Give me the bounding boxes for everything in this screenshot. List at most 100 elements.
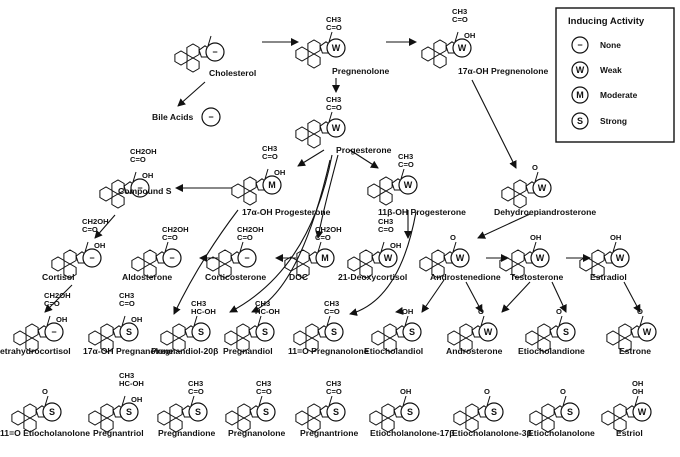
badge-circle (556, 322, 576, 342)
side-group-label: OH (402, 307, 413, 316)
side-group-label: C=O (324, 307, 340, 316)
activity-badge-compound-s: − (130, 178, 150, 198)
side-group-label: CH3 (326, 95, 341, 104)
ring-c (381, 417, 395, 433)
side-group-label: CH3 (378, 217, 393, 226)
ring-c (307, 417, 321, 433)
side-group-label: C=O (262, 152, 278, 161)
legend-code-strong: S (577, 116, 583, 126)
ring-b (383, 323, 397, 339)
side-group-label: O (450, 233, 456, 242)
legend-item-strong: S Strong (571, 112, 627, 130)
side-group-label: C=O (162, 233, 178, 242)
side-group-label: C=O (315, 233, 331, 242)
legend-code-moderate: M (576, 90, 584, 100)
ring-a (421, 46, 435, 62)
badge-code: M (268, 180, 276, 190)
side-chain (634, 395, 639, 407)
badge-code: − (89, 253, 94, 263)
side-chain (121, 395, 126, 407)
ring-a (51, 256, 65, 272)
arrow-11oh-progesterone-to-11o-pregnanolone (349, 211, 417, 316)
side-chain (207, 35, 212, 47)
molecule-etiocholanolone: OS (529, 387, 580, 433)
compound-name-hydroxypregnanolone: 17α-OH Pregnanolone (83, 346, 174, 356)
activity-badge-hydroxy11progesterone: W (398, 175, 418, 195)
molecule-structures: −CH3C=OWCH3C=OOHW−CH3C=OWCH2OHC=OOH−CH3C… (11, 7, 657, 433)
ring-c (143, 263, 157, 279)
compound-name-estrone: Estrone (619, 346, 651, 356)
ring-b (359, 249, 373, 265)
molecule-etiocholanolone3: OS (453, 387, 504, 433)
ring-c (169, 417, 183, 433)
side-group-label: CH3 (398, 152, 413, 161)
side-chain (317, 241, 322, 253)
ring-a (160, 330, 174, 346)
activity-badge-etiocholanolone3: S (484, 402, 504, 422)
compound-name-etiocholanolone11: 11=O Etiocholanolone (0, 428, 90, 438)
side-group-label: CH3 (262, 144, 277, 153)
ring-a (224, 330, 238, 346)
ring-b (63, 249, 77, 265)
ring-c (379, 190, 393, 206)
side-group-label: C=O (326, 23, 342, 32)
ring-c (243, 190, 257, 206)
compound-name-aldosterone: Aldosterone (122, 272, 172, 282)
badge-code: S (262, 327, 268, 337)
side-group-label: C=O (44, 299, 60, 308)
activity-badge-tetrahydrocortisol: − (44, 322, 64, 342)
badge-code: S (333, 407, 339, 417)
activity-badge-deoxycortisol: W (378, 248, 398, 268)
side-group-label: O (532, 163, 538, 172)
legend-title: Inducing Activity (568, 16, 645, 27)
ring-c (591, 263, 605, 279)
ring-a (88, 410, 102, 426)
activity-badge-bile-acids: − (201, 107, 221, 127)
ring-b (100, 323, 114, 339)
activity-badge-etiocholandione: S (556, 322, 576, 342)
arrow-androstenedione-to-etiocholandiol (421, 279, 445, 313)
badge-circle (450, 248, 470, 268)
ring-b (305, 323, 319, 339)
ring-b (465, 403, 479, 419)
badge-circle (255, 322, 275, 342)
badge-code: − (244, 253, 249, 263)
badge-code: W (384, 253, 393, 263)
badge-code: M (321, 253, 329, 263)
compound-name-cortisol: Cortisol (42, 272, 74, 282)
side-group-label: OH (94, 241, 105, 250)
badge-code: S (198, 327, 204, 337)
compound-name-estriol: Estriol (616, 428, 643, 438)
activity-badge-androsterone: W (478, 322, 498, 342)
activity-badge-pregnantrione: S (326, 402, 346, 422)
badge-circle (324, 322, 344, 342)
badge-circle (326, 118, 346, 138)
side-group-label: C=O (237, 233, 253, 242)
side-group-label: O (478, 307, 484, 316)
side-group-label: O (637, 307, 643, 316)
side-group-label: OH (274, 168, 285, 177)
badge-circle (484, 402, 504, 422)
side-group-label: OH (131, 315, 142, 324)
side-group-label: HC-OH (119, 379, 144, 388)
activity-badge-hydroxyprogesterone: M (262, 175, 282, 195)
ring-a (453, 410, 467, 426)
molecule-etiocholandione: OS (525, 307, 576, 353)
arrow-17oh-progesterone-to-pregnanolone (173, 209, 239, 315)
compound-name-androstenedione: Androstenedione (430, 272, 501, 282)
ring-a (295, 46, 309, 62)
side-group-label: CH3 (326, 15, 341, 24)
badge-code: − (169, 253, 174, 263)
side-chain (190, 395, 195, 407)
compound-name-pregnanolone11: 11=O Pregnanolone (288, 346, 369, 356)
badge-circle (610, 248, 630, 268)
compound-name-hydroxy11progesterone: 11β-OH Progesterone (378, 207, 466, 217)
badge-code: S (563, 327, 569, 337)
ring-b (23, 403, 37, 419)
side-group-label: CH3 (191, 299, 206, 308)
